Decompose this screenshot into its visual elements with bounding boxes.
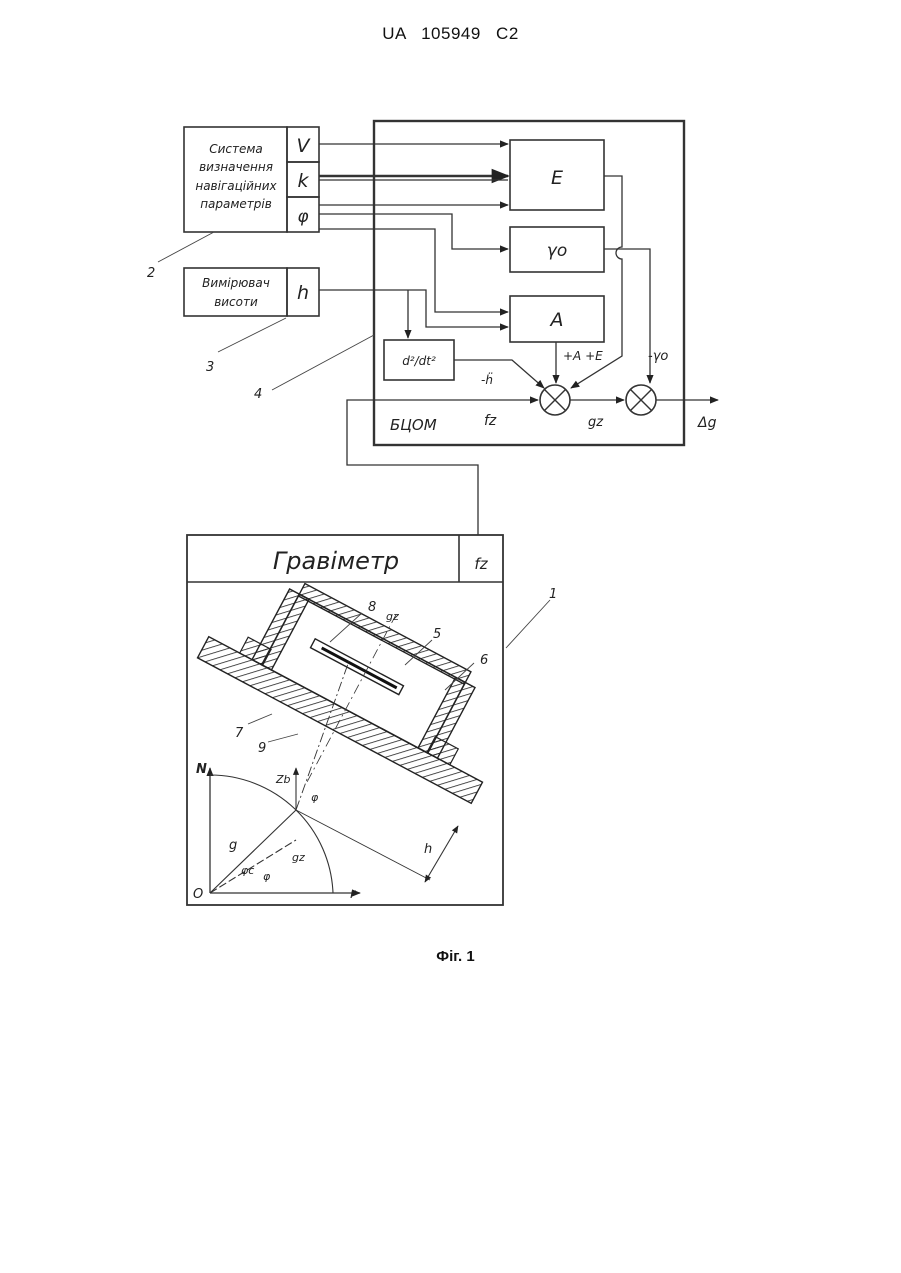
- callout-1: 1: [549, 587, 557, 602]
- inset-axis-zb: Zb: [275, 773, 291, 786]
- altimeter-output-h: h: [297, 282, 309, 304]
- nav-output-phi: φ: [297, 207, 309, 227]
- inset-angle-phi-c: φc: [241, 864, 254, 877]
- nav-system-label-1: Система: [209, 142, 263, 156]
- callout-8: 8: [368, 600, 376, 615]
- callout-3: 3: [206, 360, 214, 375]
- callout-4: 4: [254, 387, 262, 402]
- gravimeter-block: Гравіметр fz N r O: [170, 535, 533, 905]
- signal-gz: gz: [588, 415, 604, 430]
- signal-minus-h: -ḧ: [481, 372, 493, 387]
- altimeter-block: Вимірювач висоти h: [184, 268, 319, 316]
- signal-plus-a-e: +A +E: [563, 349, 603, 363]
- gravimeter-title: Гравіметр: [273, 547, 399, 575]
- signal-delta-g: Δg: [697, 415, 717, 431]
- inset-vector-gz-top: gz: [386, 610, 399, 623]
- signal-fz: fz: [484, 413, 497, 429]
- nav-system-label-2: визначення: [199, 160, 273, 174]
- callout-6: 6: [480, 653, 488, 668]
- signal-lines: [319, 144, 718, 535]
- callout-5: 5: [433, 627, 441, 642]
- inset-angle-phi-top: φ: [311, 791, 319, 804]
- figure-caption: Фіг. 1: [0, 948, 901, 965]
- callout-2: 2: [147, 266, 155, 281]
- block-e-label: E: [551, 167, 563, 189]
- nav-output-k: k: [297, 170, 309, 192]
- block-gamma-label: γo: [547, 241, 567, 261]
- nav-system-label-3: навігаційних: [195, 179, 277, 193]
- inset-vector-gz: gz: [292, 851, 305, 864]
- inset-origin: O: [193, 887, 203, 902]
- inset-axis-n: N: [196, 762, 207, 777]
- gravimeter-output-fz: fz: [474, 555, 488, 573]
- nav-output-v: V: [297, 135, 312, 157]
- inset-dimension-h: h: [424, 842, 432, 857]
- block-a-label: A: [549, 309, 564, 331]
- block-d2dt2-label: d²/dt²: [402, 354, 436, 368]
- signal-minus-gamma: -γo: [648, 349, 668, 364]
- inset-angle-phi-bottom: φ: [263, 870, 271, 883]
- gravimeter-sensor-drawing: [170, 541, 533, 854]
- inset-vector-g: g: [229, 838, 237, 853]
- computer-block: E γo A d²/dt² БЦОМ fz -ḧ +A +E -γo gz Δg: [374, 121, 717, 445]
- computer-label: БЦОМ: [390, 416, 437, 434]
- inset-axis-r: r: [350, 887, 357, 902]
- nav-system-label-4: параметрів: [200, 197, 272, 211]
- callout-9: 9: [258, 741, 266, 756]
- altimeter-label-1: Вимірювач: [202, 276, 270, 290]
- callout-7: 7: [235, 726, 244, 741]
- altimeter-label-2: висоти: [214, 295, 258, 309]
- nav-system-block: Система визначення навігаційних параметр…: [184, 127, 319, 232]
